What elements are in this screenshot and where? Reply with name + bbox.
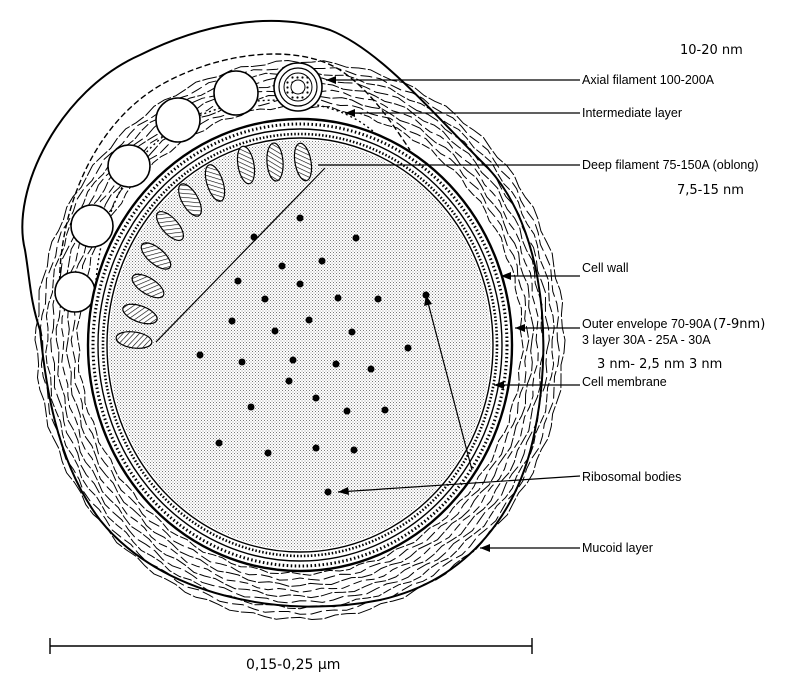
deep-size-label: 7,5-15 nm — [677, 183, 744, 198]
intermediate-layer-label: Intermediate layer — [582, 106, 682, 120]
scale-bar-label: 0,15-0,25 µm — [246, 657, 340, 673]
outer-envelope-label: Outer envelope 70-90A — [582, 317, 712, 331]
scale-bar: 0,15-0,25 µm — [50, 638, 532, 673]
cell-wall-label: Cell wall — [582, 261, 629, 275]
mucoid-layer-label: Mucoid layer — [582, 541, 653, 555]
labels: 10-20 nm Axial filament 100-200A Interme… — [582, 43, 765, 555]
axial-size-label: 10-20 nm — [680, 43, 743, 58]
axial-filament-detail — [274, 63, 322, 111]
cell-membrane-label: Cell membrane — [582, 375, 667, 389]
ribosomal-bodies-label: Ribosomal bodies — [582, 470, 681, 484]
cytoplasm — [109, 140, 491, 550]
deep-filament-label: Deep filament 75-150A (oblong) — [582, 158, 759, 172]
three-layer-label: 3 layer 30A - 25A - 30A — [582, 333, 711, 347]
axial-filament-label: Axial filament 100-200A — [582, 73, 715, 87]
outer-envelope-nm-label: (7-9nm) — [713, 317, 765, 332]
three-layer-nm-label: 3 nm- 2,5 nm 3 nm — [597, 357, 722, 372]
